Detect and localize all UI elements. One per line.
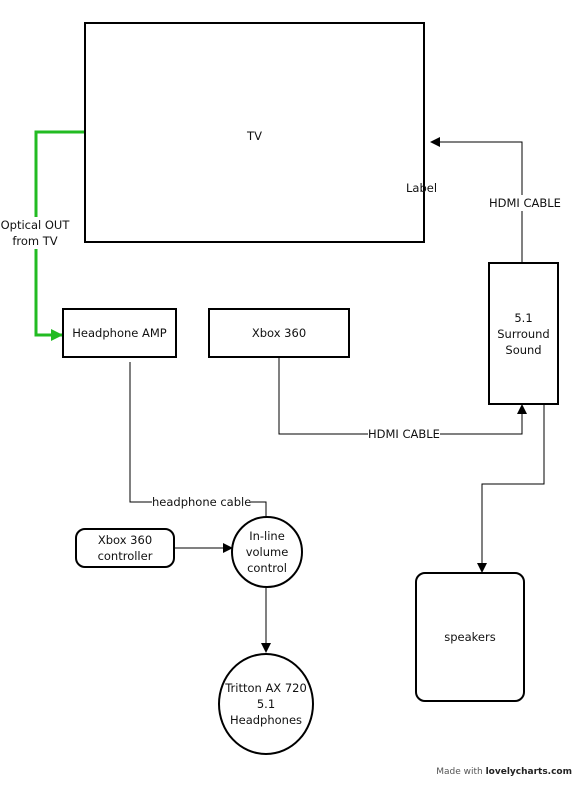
tv-node[interactable]: TV: [84, 22, 425, 243]
headphone-amp-node[interactable]: Headphone AMP: [62, 308, 177, 358]
hdmi-connector-xbox: [278, 358, 527, 435]
hdmi-label-tv: HDMI CABLE: [489, 195, 561, 211]
footer-brand: lovelycharts.com: [485, 767, 572, 777]
tv-label-text: Label: [406, 181, 438, 195]
surround-sound-node[interactable]: 5.1 Surround Sound: [488, 262, 559, 405]
xbox-node[interactable]: Xbox 360: [208, 308, 350, 358]
surround-sound-label: 5.1 Surround Sound: [497, 310, 550, 357]
controller-node[interactable]: Xbox 360 controller: [75, 528, 175, 568]
headphone-amp-label: Headphone AMP: [72, 326, 167, 340]
optical-label: Optical OUT from TV: [0, 217, 70, 249]
headphones-node[interactable]: Tritton AX 720 5.1 Headphones: [218, 653, 314, 755]
hdmi-connector-tv: [430, 137, 523, 262]
headphone-cable-label: headphone cable: [152, 494, 252, 510]
speakers-label: speakers: [444, 630, 496, 644]
tv-title: TV: [247, 129, 262, 143]
speaker-connector: [477, 405, 545, 573]
controller-label: Xbox 360 controller: [97, 533, 153, 563]
volume-control-label: In-line volume control: [245, 529, 289, 575]
hdmi-label-xbox: HDMI CABLE: [368, 426, 440, 442]
footer-prefix: Made with: [436, 767, 483, 777]
volume-control-node[interactable]: In-line volume control: [231, 516, 303, 588]
xbox-label: Xbox 360: [251, 326, 307, 340]
headphones-label: Tritton AX 720 5.1 Headphones: [225, 681, 307, 727]
speakers-node[interactable]: speakers: [415, 572, 525, 702]
footer-credit[interactable]: Made with lovelycharts.com: [436, 767, 572, 777]
